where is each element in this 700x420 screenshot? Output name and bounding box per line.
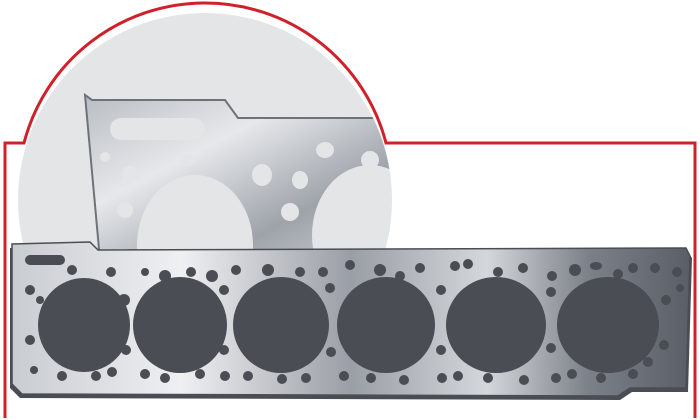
head-gasket xyxy=(10,241,692,400)
